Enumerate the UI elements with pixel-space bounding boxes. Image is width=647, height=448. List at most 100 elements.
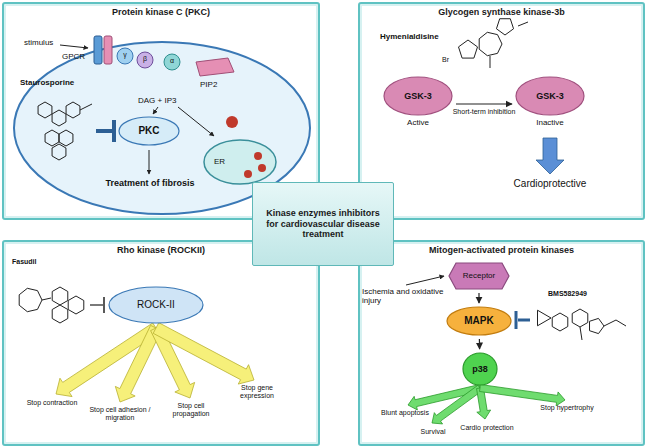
signal-arrow (149, 150, 150, 174)
effect-label: Survival (416, 428, 450, 436)
circle-shape (384, 77, 452, 115)
g-beta (137, 52, 153, 68)
effect-label: Stop contraction (24, 399, 80, 407)
calcium-dot (244, 170, 252, 178)
fat-arrow (536, 138, 564, 174)
er-organelle (204, 140, 276, 184)
signal-arrow (178, 107, 214, 136)
drug-name: Hymenialdisine (380, 32, 439, 41)
chem-bond (490, 56, 491, 68)
chem-ring (45, 130, 59, 146)
drug-name: Staurosporine (20, 78, 74, 87)
chem-ring (38, 102, 52, 118)
subunit-label: α (168, 57, 176, 65)
chem-ring (479, 32, 502, 55)
inhibition-bar (103, 297, 105, 313)
connector-arrow (479, 339, 480, 349)
ellipse-shape (109, 287, 203, 323)
drug-name: Fasudil (12, 258, 37, 266)
organelle-label: ER (214, 157, 225, 166)
inhibition-line (96, 129, 113, 133)
node-title: MAPK (464, 315, 493, 327)
hymenialdisine-structure (458, 19, 528, 68)
central-title-box: Kinase enzymes inhibitors for cardiovasc… (252, 182, 394, 266)
effect-label: Blunt apoptosis (372, 409, 438, 417)
g-gamma (117, 48, 133, 64)
chem-ring (538, 310, 552, 326)
circle-shape (516, 77, 584, 115)
calcium-dot (258, 164, 266, 172)
fat-arrow (480, 385, 565, 406)
input-label: stimulus (24, 38, 53, 47)
kinase-oval: ROCK-II (108, 286, 204, 324)
gsk-panel: Glycogen synthase kinase-3bGSK-3ActiveGS… (358, 2, 645, 220)
chem-bond (604, 320, 616, 326)
ellipse-shape (447, 307, 511, 335)
chem-bond (80, 104, 92, 110)
inhibition-line (90, 304, 103, 305)
chem-ring (52, 305, 68, 323)
staurosporine-structure (38, 102, 92, 160)
rock-panel: Rho kinase (ROCKII)ROCK-II (2, 240, 320, 446)
receptor-hexagon: Receptor (448, 262, 510, 290)
chem-ring (19, 288, 42, 311)
state-label: Inactive (515, 118, 585, 127)
mapk-panel: Mitogen-activated protein kinasesRecepto… (358, 240, 645, 446)
chem-ring (458, 40, 477, 58)
node-title: PKC (138, 125, 159, 137)
fasudil-structure (19, 287, 84, 323)
stimulus-label: Ischemia and oxidative injury (362, 287, 444, 305)
inhibition-bar (112, 120, 116, 142)
edge-label: Short-term inhibition (451, 108, 518, 116)
p38-circle: p38 (462, 352, 498, 386)
fat-arrows (56, 138, 565, 424)
chem-ring (52, 110, 66, 126)
hexagon-shape (449, 263, 509, 289)
chem-ring (52, 144, 66, 160)
fat-arrow (432, 385, 482, 424)
connector-arrow (478, 293, 479, 303)
node-title: ROCK-II (137, 299, 175, 311)
chem-ring (572, 309, 588, 327)
effect-label: Cardio protection (456, 424, 518, 432)
ellipse-shape (119, 117, 179, 145)
messenger-label: DAG + IP3 (138, 96, 176, 105)
node-title: Glycogen synthase kinase-3b (360, 4, 643, 17)
node-title: Kinase enzymes inhibitors for cardiovasc… (261, 208, 385, 239)
injury-arrow (406, 276, 444, 285)
chem-bond (580, 327, 582, 340)
plc-enzyme (196, 58, 234, 76)
node-title: Mitogen-activated protein kinases (360, 242, 643, 255)
receptor-label: GPCR (62, 52, 85, 61)
drug-name: BMS582949 (548, 290, 587, 298)
calcium-dot (254, 152, 262, 160)
subunit-label: γ (121, 51, 129, 59)
kinase-circle: GSK-3Inactive (515, 76, 585, 132)
node-title: Receptor (463, 271, 495, 280)
outcome-label: Treatment of fibrosis (90, 178, 210, 188)
effect-label: Stop cell propagation (160, 402, 222, 418)
bms582949-structure (538, 309, 627, 340)
chem-ring (496, 19, 513, 35)
calcium-dot (226, 116, 238, 128)
chem-ring (59, 130, 73, 146)
chem-bond (42, 298, 51, 300)
g-alpha (164, 54, 180, 70)
chem-ring (552, 313, 568, 331)
connector-arrow (456, 103, 512, 104)
node-title: Protein kinase C (PKC) (4, 4, 318, 17)
subunit-label: β (141, 55, 149, 63)
lipid-label: PIP2 (200, 80, 217, 89)
chem-bond (518, 22, 528, 26)
ellipse-shape (463, 353, 497, 385)
chem-ring (66, 102, 80, 118)
effect-label: Stop gene expression (226, 384, 288, 400)
node-title: GSK-3 (515, 76, 585, 116)
outcome-label: Cardioprotective (490, 178, 610, 190)
effect-label: Stop cell adhesion / migration (88, 406, 152, 422)
gpcr-helix (94, 36, 102, 64)
kinase-oval: MAPK (446, 306, 512, 336)
stimulus-arrow (60, 45, 88, 48)
gpcr-helix (104, 36, 112, 64)
